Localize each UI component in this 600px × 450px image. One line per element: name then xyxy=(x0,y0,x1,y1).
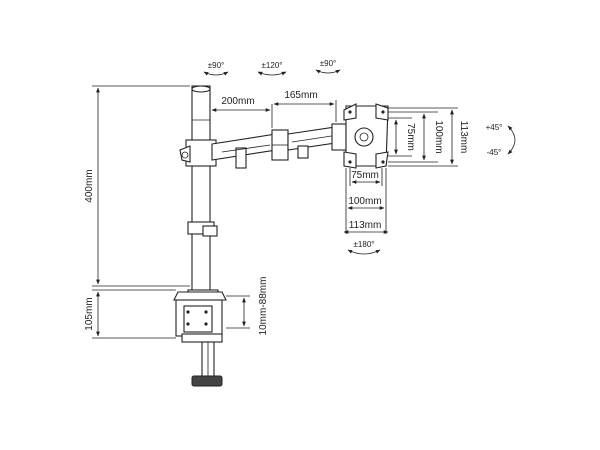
rotation-arm-joint-2: ±120° xyxy=(257,61,287,76)
rotation-vesa: ±180° xyxy=(347,240,381,255)
tilt-indicator: +45° -45° xyxy=(486,123,516,157)
vesa-100-height-label: 100mm xyxy=(433,120,444,153)
articulating-arm xyxy=(179,123,347,169)
vesa-width-dimensions: 75mm 100mm 113mm xyxy=(343,168,389,234)
vesa-plate xyxy=(343,103,389,169)
vesa-75-height-label: 75mm xyxy=(405,123,416,151)
arm-segment-1-label: 200mm xyxy=(221,96,254,107)
rotation-vesa-label: ±180° xyxy=(354,240,375,249)
pole-height-dimension: 400mm xyxy=(84,85,190,287)
rotation-arm-joint-3: ±90° xyxy=(315,59,341,74)
tilt-up-label: +45° xyxy=(486,123,503,132)
vesa-100-width-label: 100mm xyxy=(348,196,381,207)
rotation-arm-joint-2-label: ±120° xyxy=(262,61,283,70)
vesa-113-height-label: 113mm xyxy=(458,121,469,154)
vesa-113-width-label: 113mm xyxy=(349,220,382,231)
vertical-pole xyxy=(187,85,218,295)
clamp-height-dimension: 105mm xyxy=(84,289,176,339)
vesa-100-height-dimension: 100mm xyxy=(388,111,444,163)
pole-height-label: 400mm xyxy=(84,169,95,202)
arm-segment-1-dimension: 200mm xyxy=(209,96,273,136)
clamp-range-dimension: 10mm-88mm xyxy=(226,277,269,336)
clamp-height-label: 105mm xyxy=(84,297,95,330)
vesa-75-width-label: 75mm xyxy=(351,170,379,181)
arm-segment-2-dimension: 165mm xyxy=(273,90,337,122)
vesa-75-height-dimension: 75mm xyxy=(388,117,416,157)
rotation-arm-joint-1-label: ±90° xyxy=(208,61,225,70)
vesa-113-height-dimension: 113mm xyxy=(388,107,469,167)
rotation-arm-joint-1: ±90° xyxy=(203,61,229,76)
tilt-down-label: -45° xyxy=(487,148,502,157)
arm-segment-2-label: 165mm xyxy=(284,90,317,101)
desk-clamp xyxy=(173,289,227,387)
rotation-arm-joint-3-label: ±90° xyxy=(320,59,337,68)
clamp-range-label: 10mm-88mm xyxy=(258,277,269,336)
